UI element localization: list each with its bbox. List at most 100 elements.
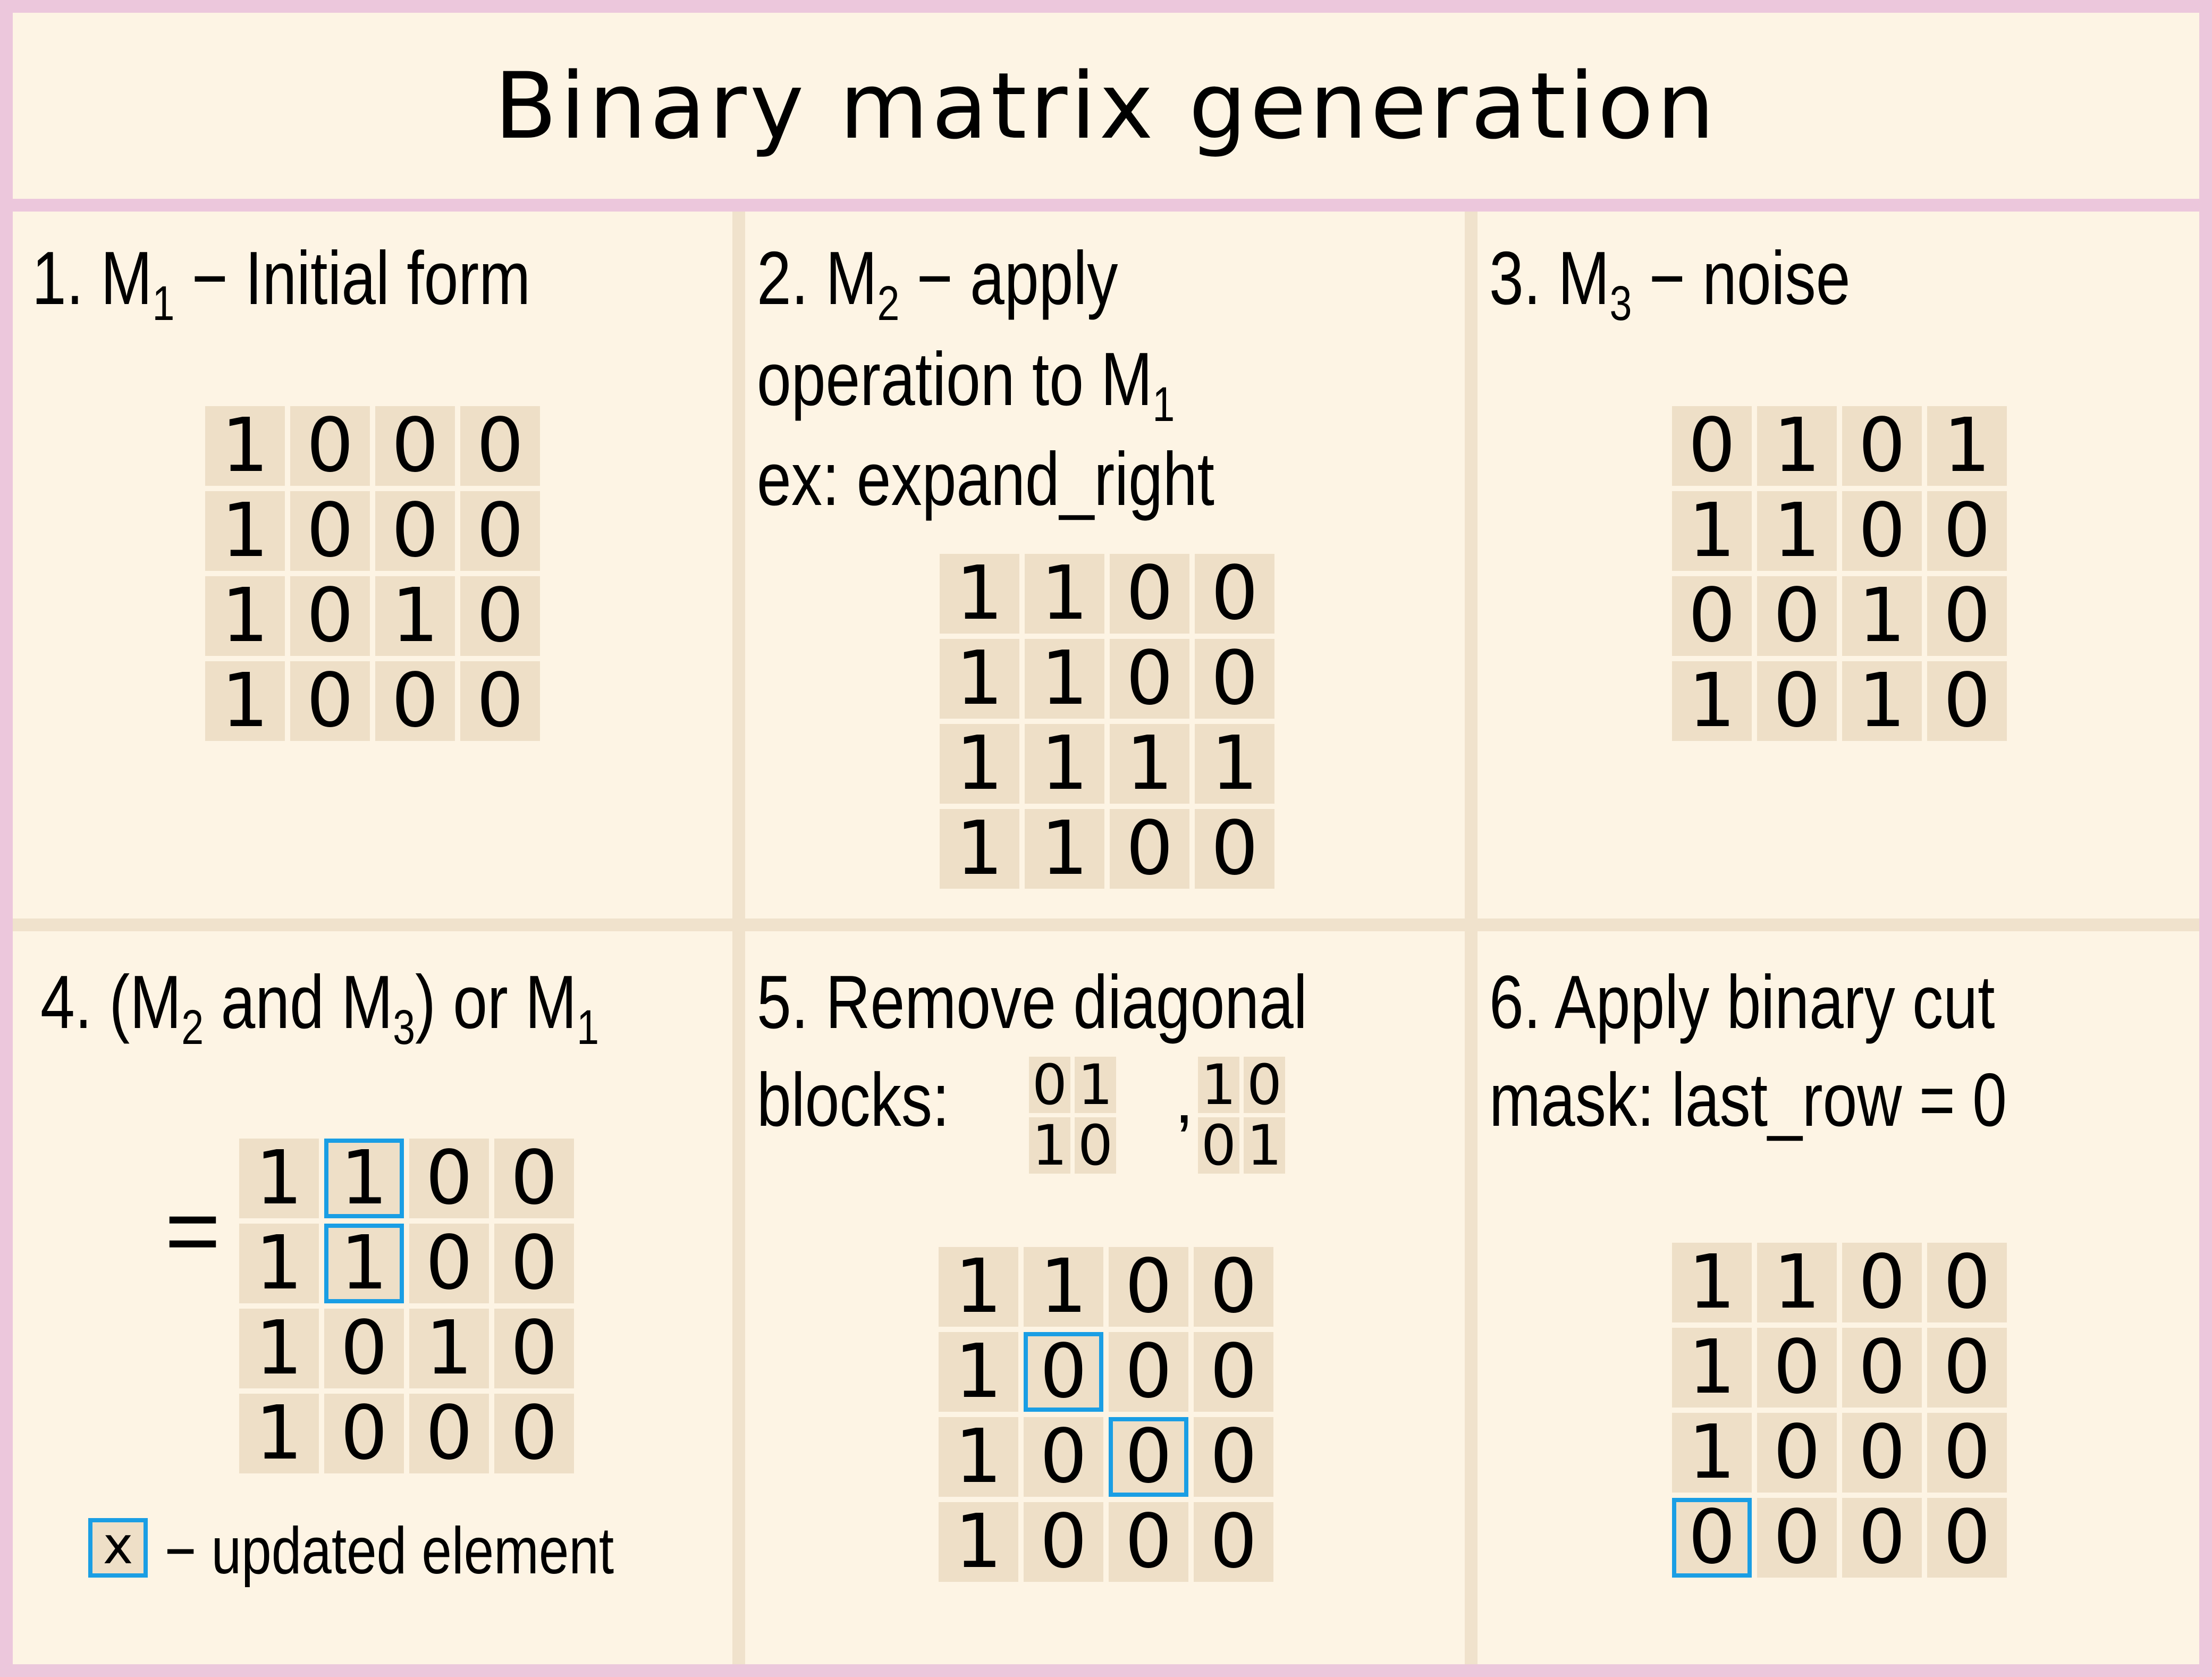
matrix-cell: 1 bbox=[239, 1394, 319, 1473]
matrix-cell: 0 bbox=[1842, 491, 1922, 571]
matrix-cell: 1 bbox=[1757, 491, 1837, 571]
matrix-cell: 1 bbox=[940, 809, 1019, 889]
matrix-cell: 0 bbox=[1927, 491, 2007, 571]
matrix-cell: 0 bbox=[290, 406, 370, 486]
block-cell: 0 bbox=[1075, 1117, 1116, 1174]
matrix-cell: 1 bbox=[239, 1139, 319, 1218]
matrix-cell: 0 bbox=[409, 1139, 489, 1218]
matrix-cell: 1 bbox=[1025, 554, 1104, 634]
matrix-cell: 0 bbox=[1927, 1328, 2007, 1408]
matrix-cell: 0 bbox=[1757, 1328, 1837, 1408]
matrix-cell: 1 bbox=[939, 1502, 1018, 1582]
matrix-cell: 0 bbox=[1194, 1417, 1273, 1497]
matrix-cell: 1 bbox=[1025, 724, 1104, 804]
matrix-cell: 0 bbox=[1110, 639, 1189, 719]
matrix-cell: 0 bbox=[1110, 809, 1189, 889]
matrix-cell: 0 bbox=[1842, 406, 1922, 486]
matrix-cell: 0 bbox=[1024, 1417, 1103, 1497]
panel-2-title-line1: 2. M2 − apply bbox=[757, 236, 1118, 331]
matrix-cell: 0 bbox=[1024, 1502, 1103, 1582]
matrix-cell: 1 bbox=[1672, 1243, 1752, 1322]
matrix-cell: 0 bbox=[1842, 1498, 1922, 1578]
matrix-cell: 0 bbox=[1927, 1243, 2007, 1322]
panel-2: 2. M2 − apply operation to M1 ex: expand… bbox=[745, 212, 1465, 918]
matrix-cell: 0 bbox=[460, 576, 540, 656]
matrix-cell: 1 bbox=[1025, 639, 1104, 719]
matrix-cell: 1 bbox=[205, 661, 285, 741]
matrix-cell: 1 bbox=[409, 1309, 489, 1388]
matrix-cell: 1 bbox=[1110, 724, 1189, 804]
matrix-cell: 1 bbox=[1757, 1243, 1837, 1322]
matrix-cell-updated: 1 bbox=[324, 1139, 404, 1218]
equals-sign: = bbox=[165, 1177, 221, 1284]
matrix-cell: 0 bbox=[1757, 576, 1837, 656]
block-cell: 1 bbox=[1029, 1117, 1070, 1174]
matrix-cell: 0 bbox=[1109, 1247, 1188, 1327]
block-cell: 0 bbox=[1244, 1057, 1285, 1113]
matrix-cell: 1 bbox=[1672, 1413, 1752, 1493]
matrix-cell: 1 bbox=[375, 576, 455, 656]
matrix-cell: 1 bbox=[205, 576, 285, 656]
matrix-cell: 1 bbox=[1672, 1328, 1752, 1408]
matrix-cell: 1 bbox=[1927, 406, 2007, 486]
matrix-cell: 1 bbox=[940, 554, 1019, 634]
matrix-cell: 0 bbox=[375, 491, 455, 571]
matrix-cell: 1 bbox=[1842, 661, 1922, 741]
matrix-cell: 0 bbox=[1927, 1498, 2007, 1578]
panel-6-title-line2: mask: last_row = 0 bbox=[1489, 1058, 2007, 1142]
panel-5-title-line1: 5. Remove diagonal bbox=[757, 960, 1307, 1044]
matrix-cell: 1 bbox=[1195, 724, 1274, 804]
matrix-cell: 0 bbox=[1842, 1328, 1922, 1408]
panel-1-title: 1. M1 − Initial form bbox=[32, 236, 531, 331]
panel-4-title: 4. (M2 and M3) or M1 bbox=[40, 960, 600, 1055]
matrix-cell: 1 bbox=[1024, 1247, 1103, 1327]
block-cell: 1 bbox=[1198, 1057, 1239, 1113]
matrix-cell: 0 bbox=[1927, 661, 2007, 741]
matrix-cell: 0 bbox=[1109, 1502, 1188, 1582]
matrix-cell: 0 bbox=[409, 1394, 489, 1473]
matrix-cell: 0 bbox=[1672, 576, 1752, 656]
panel-2-title-line3: ex: expand_right bbox=[757, 437, 1214, 521]
matrix-cell: 0 bbox=[1109, 1332, 1188, 1412]
matrix-cell: 0 bbox=[1195, 809, 1274, 889]
matrix-cell: 1 bbox=[239, 1309, 319, 1388]
matrix-cell: 0 bbox=[290, 661, 370, 741]
matrix-cell: 1 bbox=[939, 1247, 1018, 1327]
matrix-cell: 0 bbox=[1927, 576, 2007, 656]
matrix-cell: 1 bbox=[1672, 661, 1752, 741]
matrix-cell: 0 bbox=[1757, 1498, 1837, 1578]
matrix-cell: 0 bbox=[375, 661, 455, 741]
matrix-cell: 0 bbox=[1195, 554, 1274, 634]
matrix-cell-updated: 0 bbox=[1109, 1417, 1188, 1497]
matrix-cell: 0 bbox=[1672, 406, 1752, 486]
matrix-cell: 0 bbox=[494, 1139, 574, 1218]
block-cell: 0 bbox=[1198, 1117, 1239, 1174]
matrix-cell: 0 bbox=[1194, 1502, 1273, 1582]
matrix-cell: 1 bbox=[939, 1417, 1018, 1497]
matrix-cell: 0 bbox=[460, 491, 540, 571]
matrix-cell: 1 bbox=[1672, 491, 1752, 571]
matrix-cell: 1 bbox=[1025, 809, 1104, 889]
matrix-cell: 0 bbox=[460, 406, 540, 486]
panel-3-title: 3. M3 − noise bbox=[1489, 236, 1851, 331]
matrix-cell: 0 bbox=[375, 406, 455, 486]
matrix-cell: 0 bbox=[409, 1224, 489, 1303]
matrix-cell: 1 bbox=[239, 1224, 319, 1303]
matrix-cell: 1 bbox=[939, 1332, 1018, 1412]
title-box: Binary matrix generation bbox=[13, 13, 2199, 199]
legend-text: − updated element bbox=[165, 1514, 614, 1588]
diagram-title: Binary matrix generation bbox=[494, 52, 1718, 159]
panel-6-title-line1: 6. Apply binary cut bbox=[1489, 960, 1995, 1044]
matrix-cell: 0 bbox=[1194, 1247, 1273, 1327]
block-cell: 0 bbox=[1029, 1057, 1070, 1113]
matrix-cell: 0 bbox=[1757, 661, 1837, 741]
block-cell: 1 bbox=[1244, 1117, 1285, 1174]
block-comma: , bbox=[1175, 1060, 1194, 1137]
matrix-cell-updated: 0 bbox=[1024, 1332, 1103, 1412]
matrix-cell: 1 bbox=[940, 639, 1019, 719]
panel-6: 6. Apply binary cut mask: last_row = 0 1… bbox=[1478, 931, 2199, 1664]
